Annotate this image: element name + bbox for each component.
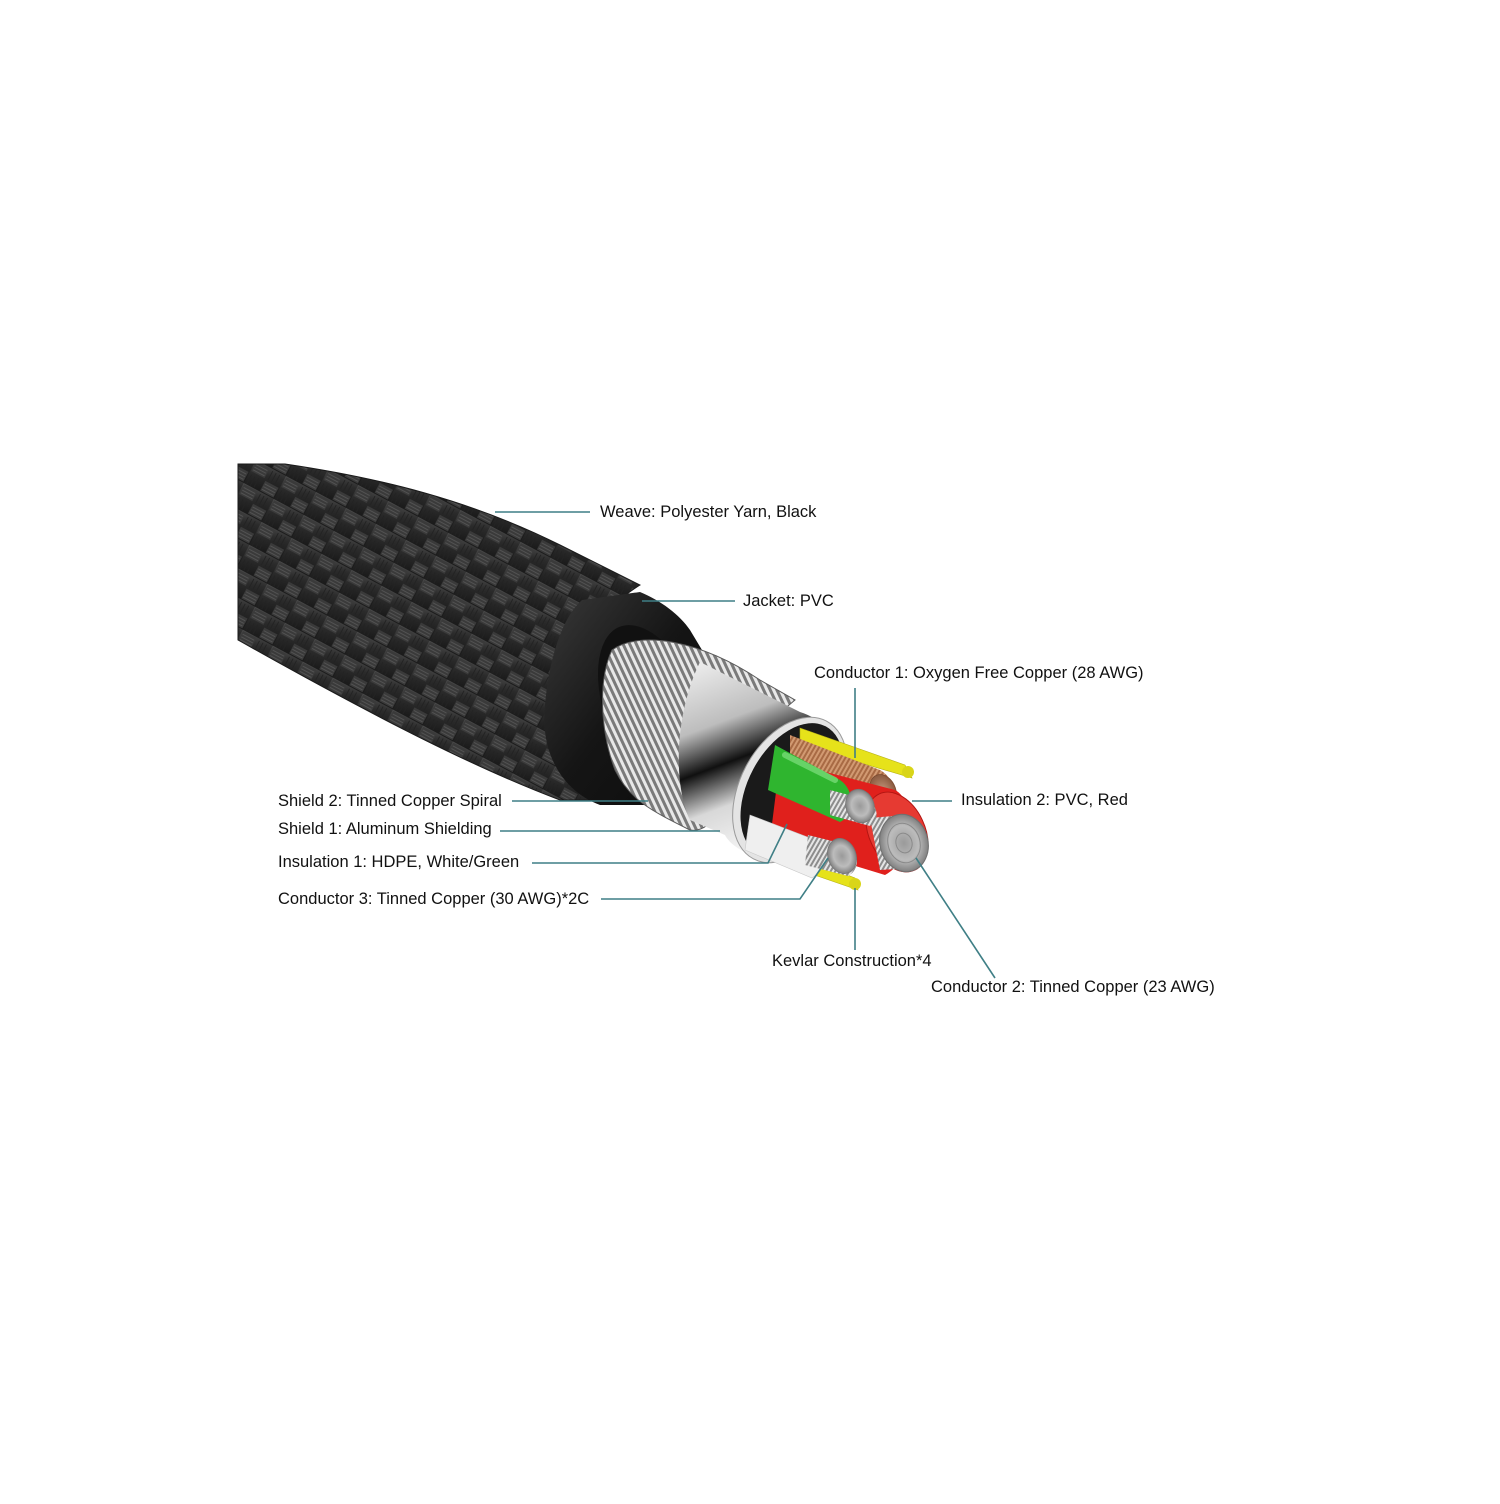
leader-insulation1 — [532, 823, 788, 864]
leader-lines — [495, 511, 996, 979]
label-conductor1: Conductor 1: Oxygen Free Copper (28 AWG) — [814, 664, 1144, 682]
leader-conductor3 — [601, 857, 829, 900]
label-insulation2: Insulation 2: PVC, Red — [961, 791, 1128, 809]
label-shield2: Shield 2: Tinned Copper Spiral — [278, 792, 502, 810]
label-jacket: Jacket: PVC — [743, 592, 834, 610]
label-insulation1: Insulation 1: HDPE, White/Green — [278, 853, 520, 871]
label-shield1: Shield 1: Aluminum Shielding — [278, 820, 492, 838]
leader-conductor2 — [915, 857, 996, 979]
label-kevlar: Kevlar Construction*4 — [772, 952, 932, 970]
label-conductor2: Conductor 2: Tinned Copper (23 AWG) — [931, 978, 1215, 996]
label-weave: Weave: Polyester Yarn, Black — [600, 503, 817, 521]
inner-conductors — [744, 727, 929, 891]
label-conductor3: Conductor 3: Tinned Copper (30 AWG)*2C — [278, 890, 590, 908]
